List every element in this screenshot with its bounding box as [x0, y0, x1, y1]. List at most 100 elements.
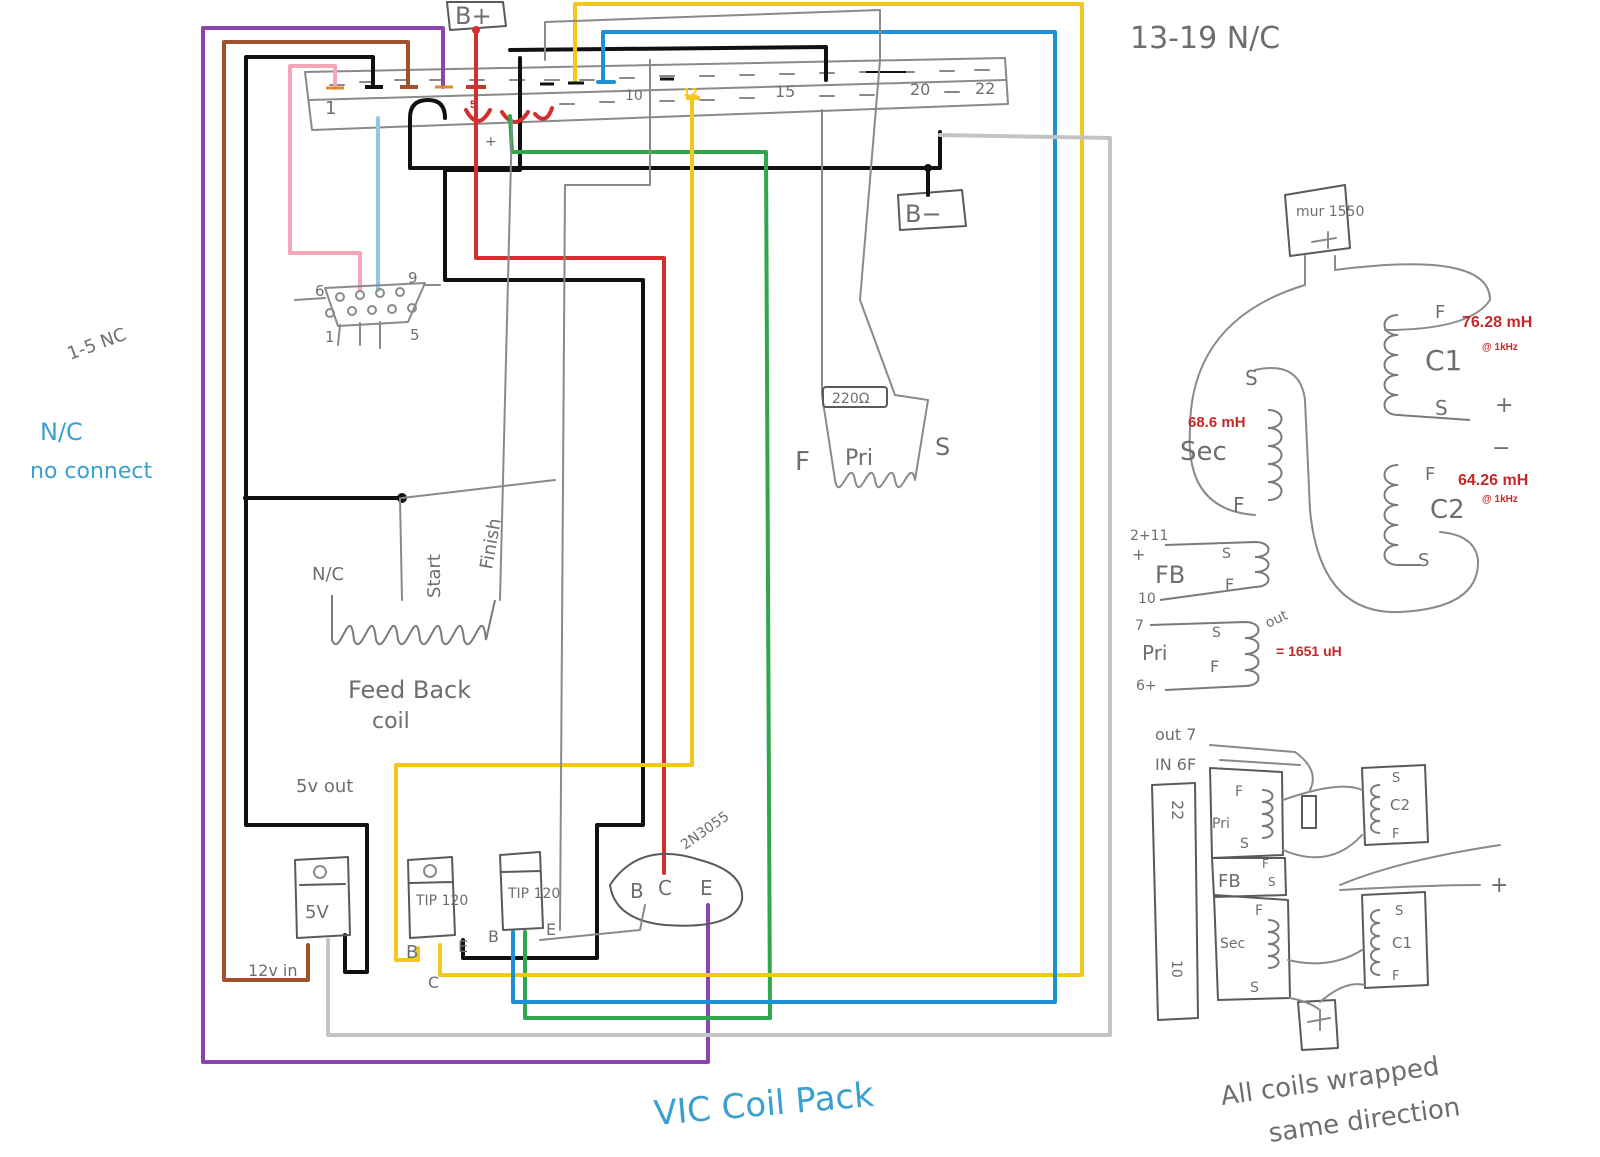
- layout-sec-label: Sec: [1220, 936, 1245, 952]
- resistor-label: 220Ω: [832, 391, 870, 407]
- c2-minus-label: −: [1492, 436, 1510, 461]
- fb-plus-label: +: [1132, 545, 1145, 564]
- resistor-220: [822, 386, 888, 408]
- primary-s-label: S: [935, 433, 950, 461]
- c1-plus-label: +: [1495, 393, 1513, 418]
- layout-fb-f: F: [1262, 857, 1269, 871]
- layout-fb-label: FB: [1218, 871, 1241, 892]
- pri-inductance: = 1651 uH: [1276, 643, 1342, 659]
- terminal-1-label: 1: [325, 98, 336, 119]
- feedback-coil-title: Feed Back: [348, 676, 471, 704]
- diagram-title: VIC Coil Pack: [652, 1075, 875, 1134]
- b-plus-label: B+: [455, 2, 492, 30]
- layout-resistor: [1301, 795, 1317, 829]
- transistor-e: E: [700, 876, 713, 900]
- layout-c1-s: S: [1395, 904, 1403, 919]
- transistor-part-label: 2N3055: [678, 809, 732, 854]
- pink-wire: [288, 64, 362, 292]
- fb-pin-10-label: 10: [1138, 591, 1156, 607]
- terminal-strip: 1 5 10 12 15 20 22 +: [304, 57, 1009, 150]
- layout-pri-s: S: [1240, 836, 1249, 852]
- feedback-nc-label: N/C: [312, 564, 344, 585]
- layout-pri-label: Pri: [1212, 816, 1230, 832]
- b-minus-terminal: B−: [897, 189, 967, 231]
- db9-pin-6-label: 6: [315, 282, 325, 300]
- pri-pin-7-label: 7: [1135, 618, 1144, 634]
- terminal-10-label: 10: [625, 88, 643, 104]
- regulator-label: 5V: [305, 902, 329, 923]
- nc-legend: N/C: [40, 418, 83, 446]
- tip120-right: TIP 120 B E: [488, 851, 560, 946]
- black-wire-main: [244, 55, 375, 974]
- layout-pri-f: F: [1235, 784, 1243, 800]
- c1-frequency: @ 1kHz: [1482, 342, 1518, 353]
- brown-wire: [222, 40, 410, 982]
- sec-label: Sec: [1180, 437, 1227, 467]
- tip120-right-e: E: [546, 920, 556, 939]
- tip120-right-b: B: [488, 927, 499, 946]
- voltage-regulator-5v: 5V 5v out 12v in: [248, 776, 353, 980]
- pri-small-label: Pri: [1142, 641, 1168, 665]
- c2-frequency: @ 1kHz: [1482, 494, 1518, 505]
- five-v-out-label: 5v out: [296, 776, 353, 797]
- black-wire-b-minus: [408, 98, 942, 197]
- fb-s-label: S: [1222, 546, 1231, 562]
- sec-inductance: 68.6 mH: [1188, 414, 1246, 431]
- pri-s-label: S: [1212, 625, 1221, 641]
- coil-schematic: mur 1550 F C1 S + 76.28 mH @ 1kHz S Sec …: [1130, 184, 1532, 694]
- nc-13-19-note: 13-19 N/C: [1130, 21, 1280, 56]
- terminal-22-label: 22: [975, 79, 995, 98]
- primary-pri-label: Pri: [845, 446, 873, 471]
- diode-part-label: mur 1550: [1296, 204, 1364, 220]
- layout-side-10: 10: [1168, 960, 1184, 978]
- sec-s-label: S: [1245, 366, 1258, 390]
- sec-f-label: F: [1233, 493, 1245, 517]
- red-wire-jumpers: [464, 106, 554, 124]
- tip120-right-label: TIP 120: [507, 886, 560, 902]
- black-wire-top: [508, 45, 828, 82]
- c2-s-label: S: [1418, 550, 1429, 571]
- db9-connector: 6 9 1 5: [294, 269, 441, 349]
- fb-label: FB: [1155, 561, 1185, 589]
- c1-f-label: F: [1435, 302, 1445, 323]
- db9-pin-1-label: 1: [325, 328, 335, 346]
- layout-c2-f: F: [1392, 827, 1399, 842]
- junction-dot: [472, 26, 480, 34]
- layout-out-7-label: out 7: [1155, 725, 1196, 744]
- layout-sec-s: S: [1250, 980, 1259, 996]
- gray-wire: [326, 133, 1112, 1037]
- yellow-wire-loop: [438, 2, 1084, 977]
- fb-pins-label: 2+11: [1130, 528, 1168, 544]
- pri-f-label: F: [1210, 657, 1219, 676]
- c2-f-label: F: [1425, 464, 1435, 485]
- no-connect-legend: no connect: [30, 459, 152, 484]
- db9-pin-9-label: 9: [408, 269, 418, 287]
- twelve-v-in-label: 12v in: [248, 961, 298, 980]
- fb-f-label: F: [1225, 575, 1234, 594]
- tip120-left-e: E: [458, 937, 468, 956]
- nc-1-5-note: 1-5 NC: [65, 324, 130, 365]
- primary-coil: 220Ω Pri F S: [544, 9, 950, 489]
- layout-c2-s: S: [1392, 771, 1400, 786]
- terminal-15-label: 15: [775, 82, 795, 101]
- c1-s-label: S: [1435, 396, 1448, 420]
- terminal-12-label: 12: [683, 86, 698, 99]
- tip120-left-b: B: [406, 942, 418, 963]
- transistor-c: C: [658, 876, 672, 900]
- layout-sec-f: F: [1255, 903, 1263, 919]
- layout-c1-f: F: [1392, 969, 1399, 984]
- tip120-left: TIP 120 B C E: [406, 856, 468, 992]
- c2-label: C2: [1430, 495, 1465, 525]
- c1-inductance: 76.28 mH: [1462, 314, 1532, 331]
- pri-out-label: out: [1263, 607, 1291, 631]
- transistor-b: B: [630, 879, 644, 903]
- tip120-left-label: TIP 120: [415, 893, 468, 909]
- blue-wire: [511, 30, 1057, 1004]
- b-minus-label: B−: [905, 200, 942, 228]
- junction-dot: [243, 495, 249, 501]
- layout-fb-s: S: [1268, 875, 1276, 889]
- feedback-coil-subtitle: coil: [372, 709, 410, 734]
- primary-f-label: F: [795, 447, 810, 477]
- terminal-5-label: 5: [470, 99, 476, 111]
